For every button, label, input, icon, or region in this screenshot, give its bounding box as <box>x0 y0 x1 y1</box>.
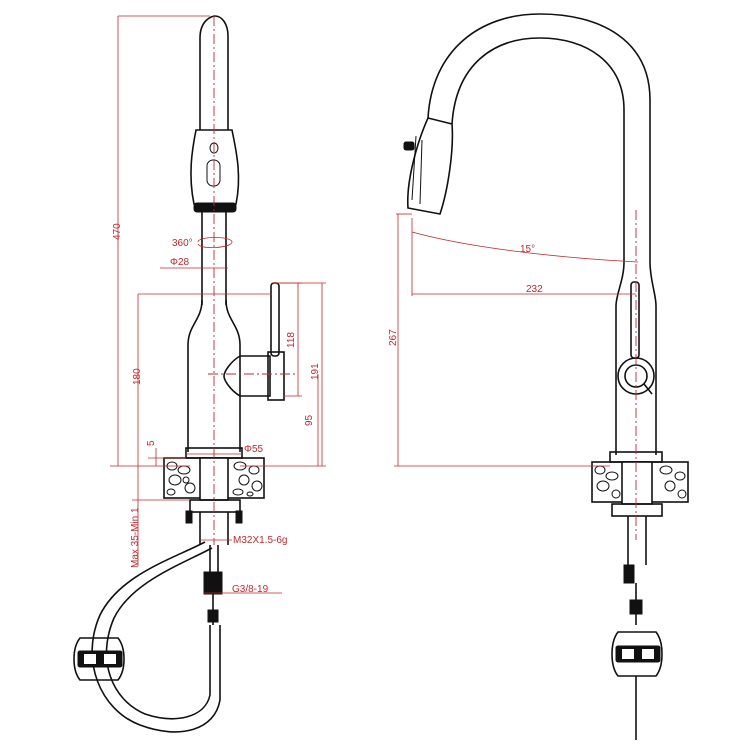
side-supply-connector <box>629 599 643 615</box>
pull-out-hose <box>91 541 221 733</box>
front-view: 470 180 360° Φ28 118 191 95 5 Φ55 <box>73 15 326 733</box>
front-lever-handle <box>270 282 280 357</box>
front-neck <box>201 212 227 305</box>
front-body <box>187 299 241 452</box>
side-supply-nut <box>623 564 635 584</box>
rotation-arrow <box>197 237 233 248</box>
front-spray-head <box>190 129 240 205</box>
spray-mode-button-icon <box>206 159 221 187</box>
dim-spray-angle-label: 15° <box>520 244 535 255</box>
dim-rotation-label: 360° <box>172 238 193 249</box>
dim-body-height-label: 191 <box>310 363 321 380</box>
side-spray-button-icon <box>403 141 415 151</box>
dim-deck-gap-label: 5 <box>146 440 157 446</box>
side-mounting-nut <box>611 503 663 517</box>
supply-connector <box>207 609 219 623</box>
side-spray-grip-lines <box>411 135 423 205</box>
dim-deck-thickness-label: Max 35-Min 1 <box>130 507 141 568</box>
lever-hub-cap <box>267 351 285 401</box>
dim-shank-thread-label: M32X1.5-6g <box>233 535 287 546</box>
pull-out-hose-inner <box>105 547 213 720</box>
side-hose-weight <box>611 631 663 677</box>
weight-clip-slot-left <box>84 654 96 664</box>
dim-spout-height-label: 267 <box>388 329 399 346</box>
side-weight-slot-left <box>622 649 634 659</box>
mounting-nut <box>189 499 241 513</box>
dim-lever-height-label: 95 <box>304 414 315 426</box>
front-lever-hub <box>223 355 271 397</box>
supply-nut <box>203 571 223 595</box>
front-spout-outline <box>199 15 229 130</box>
hose-weight <box>73 637 125 681</box>
dim-spray-angle-arc <box>411 231 639 263</box>
side-shank-through-deck <box>621 461 653 505</box>
dim-base-dia-label: Φ55 <box>244 444 264 455</box>
side-view: 15° 232 267 <box>388 13 689 740</box>
mount-bolt-right <box>235 510 243 524</box>
weight-clip-slot-right <box>104 654 116 664</box>
dim-reach-label: 232 <box>526 284 543 295</box>
side-lever-handle <box>630 281 640 359</box>
dim-spout-dia-label: Φ28 <box>170 257 190 268</box>
dim-hose-thread-label: G3/8-19 <box>232 584 269 595</box>
dim-base-height-label: 180 <box>132 368 143 385</box>
side-weight-slot-right <box>642 649 654 659</box>
mount-bolt-left <box>185 510 193 524</box>
side-deck-stone-texture <box>594 465 687 499</box>
aerator-icon <box>193 202 237 213</box>
side-lever-notch <box>643 383 653 395</box>
side-gooseneck-outer <box>427 13 657 455</box>
dim-total-height-label: 470 <box>112 223 123 240</box>
side-spray-head <box>407 117 454 215</box>
dim-handle-height-label: 118 <box>286 332 297 348</box>
side-gooseneck-inner <box>451 37 625 455</box>
